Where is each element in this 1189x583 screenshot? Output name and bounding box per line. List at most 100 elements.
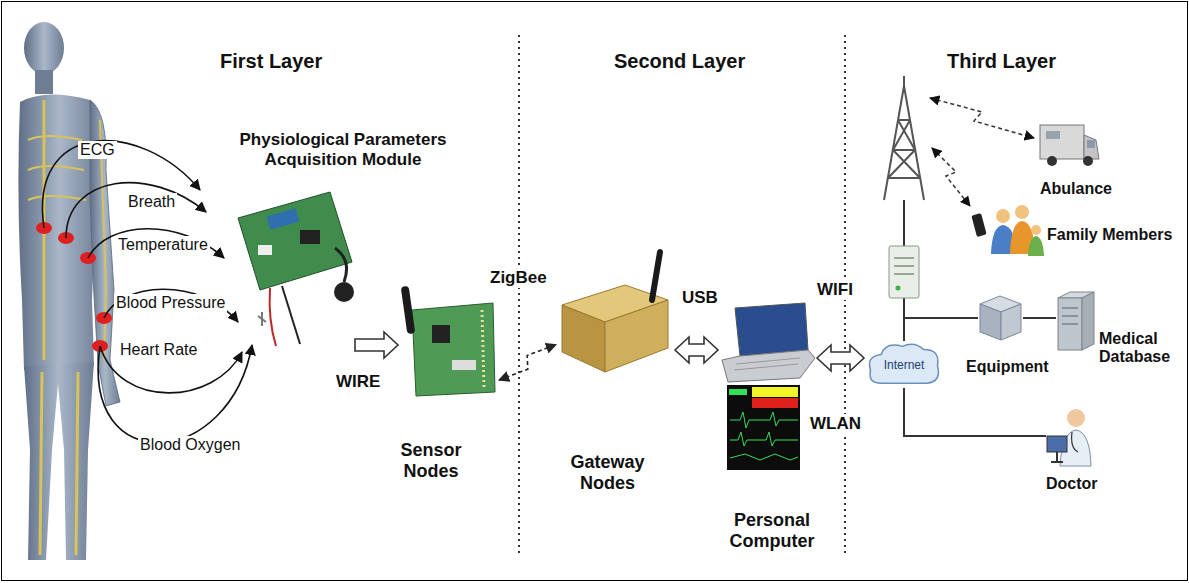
link-label: ZigBee xyxy=(488,268,549,288)
doctor-icon xyxy=(1047,436,1067,452)
layer-divider xyxy=(518,35,520,555)
sensor-board xyxy=(482,310,484,388)
sensor-board xyxy=(401,286,416,335)
equipment-icon xyxy=(980,296,1021,340)
monitor-screen xyxy=(752,387,798,397)
signal-curve xyxy=(88,229,224,258)
acquisition-board xyxy=(300,230,320,244)
human-body xyxy=(18,94,100,370)
equipment: Equipment xyxy=(978,294,1023,342)
human-body xyxy=(24,22,64,74)
signal-name: Heart Rate xyxy=(118,341,199,359)
sensor-board xyxy=(432,325,450,343)
acquisition-board xyxy=(334,282,354,302)
human-body xyxy=(18,22,120,560)
laptop xyxy=(722,303,815,382)
cell-tower xyxy=(884,76,924,341)
ambulance-icon xyxy=(1084,135,1099,159)
signal-name: Temperature xyxy=(116,236,210,254)
laptop xyxy=(734,358,800,370)
server xyxy=(889,246,919,298)
ambulance-icon xyxy=(1040,125,1099,166)
gateway-box xyxy=(652,252,660,300)
acquisition-board xyxy=(282,286,300,344)
node-label: Abulance xyxy=(1040,180,1150,198)
connector xyxy=(904,318,978,340)
node-label: Medical Database xyxy=(1099,330,1183,367)
node-label: Equipment xyxy=(966,358,1066,376)
doctor-icon xyxy=(1072,432,1078,452)
acquisition-board xyxy=(238,192,352,290)
ambulance-icon xyxy=(1040,125,1084,159)
link-label: WIRE xyxy=(334,372,382,392)
acquisition-board xyxy=(270,288,276,346)
server xyxy=(896,286,901,291)
signal-name: Breath xyxy=(126,193,177,211)
gateway-box xyxy=(562,305,605,372)
gateway-box xyxy=(562,252,668,372)
doctor: Doctor xyxy=(1046,405,1092,467)
server xyxy=(889,246,919,298)
connector xyxy=(904,388,1046,436)
sensor-board xyxy=(401,286,495,396)
layer-heading: First Layer xyxy=(218,50,324,73)
node-label: Physiological Parameters Acquisition Mod… xyxy=(218,130,468,169)
medical-database: Medical Database xyxy=(1056,290,1094,352)
family-icon xyxy=(971,213,986,237)
sensor-board xyxy=(452,360,476,370)
monitor-screen xyxy=(730,412,798,428)
ambulance-icon xyxy=(1083,156,1093,166)
gateway-box xyxy=(605,300,668,372)
monitor-screen xyxy=(727,385,800,470)
connector xyxy=(355,332,398,358)
doctor-icon xyxy=(1051,452,1063,462)
monitor-screen xyxy=(752,398,798,408)
monitor-screen xyxy=(730,432,798,446)
sensor-node: Sensor Nodes xyxy=(400,295,495,395)
database-icon xyxy=(1082,292,1094,350)
acquisition-board xyxy=(258,312,266,326)
family-icon xyxy=(1015,205,1029,219)
layer-heading: Third Layer xyxy=(945,50,1058,73)
connector xyxy=(675,337,718,363)
link-label: WIFI xyxy=(815,280,855,300)
signal-name: ECG xyxy=(78,141,117,159)
laptop xyxy=(735,303,808,356)
ambulance-icon xyxy=(1087,140,1095,148)
internet-cloud: Internet xyxy=(866,340,942,388)
gateway-node: Gateway Nodes xyxy=(558,280,673,375)
monitor-screen xyxy=(730,454,798,460)
human-body xyxy=(24,362,94,560)
node-text: Internet xyxy=(884,359,925,373)
layer-divider xyxy=(519,35,845,555)
connector xyxy=(1023,317,1056,319)
ambulance-icon xyxy=(1047,156,1057,166)
ambulance: Abulance xyxy=(1038,110,1100,170)
human-body xyxy=(40,372,78,555)
database-icon xyxy=(1062,308,1078,324)
node-label: Family Members xyxy=(1047,226,1183,244)
wireless-link xyxy=(930,98,1034,206)
wireless-link xyxy=(930,98,1034,138)
laptop xyxy=(722,350,815,382)
doctor-icon xyxy=(1047,409,1091,466)
node-label: Doctor xyxy=(1046,475,1126,493)
signal-name: Blood Pressure xyxy=(114,294,227,312)
link-name: WLAN xyxy=(808,414,863,434)
signal-curve xyxy=(42,141,252,443)
signal-curve xyxy=(104,289,238,322)
database-icon xyxy=(1058,298,1082,350)
monitor-screen xyxy=(727,385,800,470)
connector xyxy=(817,345,864,371)
acquisition-module: Physiological Parameters Acquisition Mod… xyxy=(228,188,353,348)
cloud-outline xyxy=(870,344,939,383)
signal-curve xyxy=(98,345,252,443)
family-icon xyxy=(996,209,1010,223)
wireless-link xyxy=(932,148,970,206)
signal-curve xyxy=(42,141,200,228)
acquisition-board xyxy=(258,245,272,255)
